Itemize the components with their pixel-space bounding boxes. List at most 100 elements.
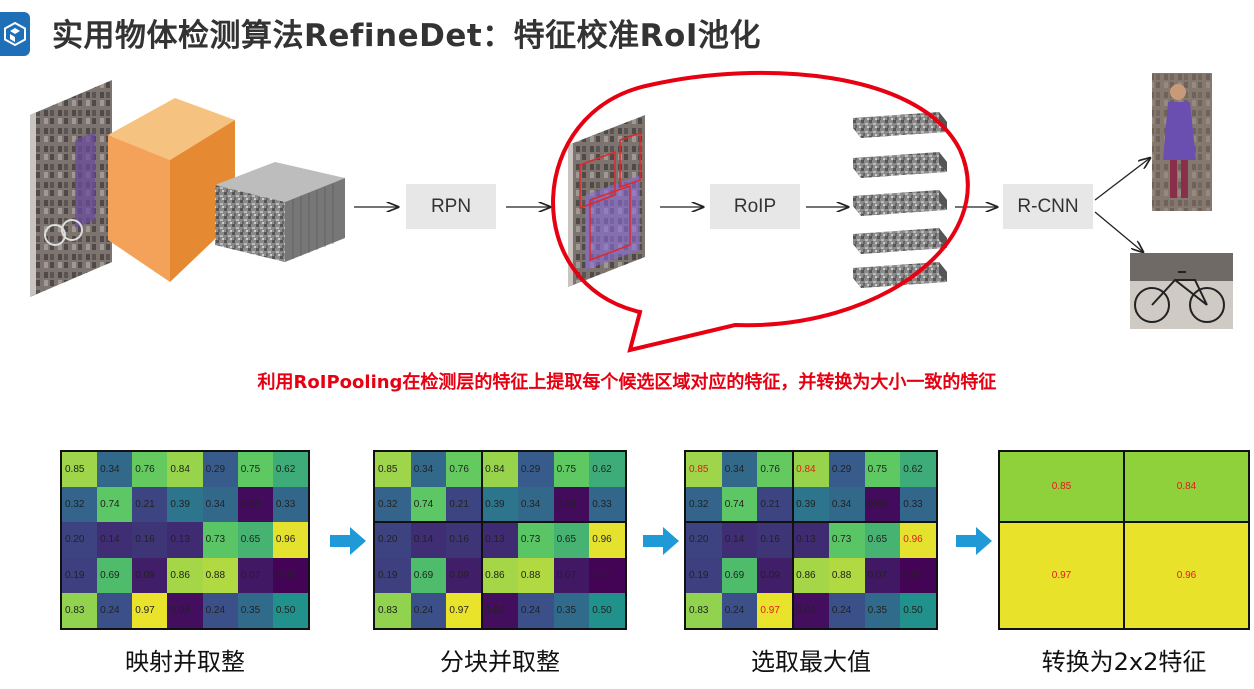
matrix-cell: 0.86	[482, 557, 518, 593]
matrix-cell: 0.85	[62, 452, 98, 488]
matrix-cell: 0.96	[272, 522, 308, 558]
matrix-cell: 0.88	[517, 557, 554, 593]
matrix-cell: 0.34	[721, 452, 758, 488]
matrix-cell: 0.74	[721, 487, 758, 523]
matrix-cell: 0.24	[97, 592, 133, 628]
pooled-cell: 0.85	[1000, 452, 1123, 521]
matrix-cell: 0.13	[167, 522, 203, 558]
matrix-cell: 0.50	[589, 592, 625, 628]
matrix-cell: 0.01	[900, 557, 936, 593]
matrix-cell: 0.29	[517, 452, 554, 488]
matrix-cell: 0.34	[828, 487, 865, 523]
pooled-2x2: 0.85 0.84 0.97 0.96	[998, 450, 1250, 630]
matrix-cell: 0.32	[62, 487, 98, 523]
matrix-cell: 0.97	[757, 592, 794, 628]
matrix-cell: 0.19	[686, 557, 722, 593]
matrix-cell: 0.83	[686, 592, 722, 628]
step-arrow-icon	[643, 527, 679, 555]
matrix-cell: 0.33	[272, 487, 308, 523]
matrix-cell: 0.35	[237, 592, 273, 628]
matrix-cell: 0.16	[132, 522, 168, 558]
matrix-cell: 0.03	[553, 487, 590, 523]
matrix-cell: 0.88	[202, 557, 238, 593]
matrix-cell: 0.83	[62, 592, 98, 628]
highlight-bubble	[551, 70, 970, 353]
matrix-cell: 0.50	[900, 592, 936, 628]
roip-box: RoIP	[710, 184, 800, 229]
matrix-cell: 0.39	[482, 487, 518, 523]
matrix-cell: 0.39	[793, 487, 829, 523]
matrix-cell: 0.34	[202, 487, 238, 523]
matrix-cell: 0.24	[202, 592, 238, 628]
matrix-cell: 0.14	[721, 522, 758, 558]
rpn-box: RPN	[406, 184, 496, 229]
matrix-cell: 0.76	[446, 452, 483, 488]
matrix-cell: 0.14	[410, 522, 447, 558]
arrow-to-bicycle	[1094, 211, 1143, 252]
matrix-cell: 0.84	[793, 452, 829, 488]
matrix-cell: 0.96	[589, 522, 625, 558]
matrix-cell: 0.75	[864, 452, 901, 488]
matrix-cell: 0.07	[553, 557, 590, 593]
step-label: 映射并取整	[125, 648, 245, 676]
matrix-cell: 0.24	[828, 592, 865, 628]
matrix-cell: 0.69	[410, 557, 447, 593]
step-arrow-icon	[330, 527, 366, 555]
matrix-cell: 0.62	[272, 452, 308, 488]
matrix-cell: 0.16	[757, 522, 794, 558]
matrix-cell: 0.97	[446, 592, 483, 628]
matrix-cell: 0.14	[97, 522, 133, 558]
matrix-cell: 0.73	[517, 522, 554, 558]
pooled-features	[853, 112, 947, 288]
matrix-cell: 0.21	[132, 487, 168, 523]
pooled-cell: 0.97	[1000, 523, 1123, 628]
matrix-cell: 0.33	[900, 487, 936, 523]
matrix-cell: 0.86	[167, 557, 203, 593]
matrix-cell: 0.04	[482, 592, 518, 628]
matrix-cell: 0.07	[864, 557, 901, 593]
matrix-cell: 0.62	[589, 452, 625, 488]
rcnn-box: R-CNN	[1003, 184, 1093, 229]
matrix-cell: 0.04	[793, 592, 829, 628]
matrix-cell: 0.73	[828, 522, 865, 558]
matrix-cell: 0.13	[482, 522, 518, 558]
matrix-cell: 0.01	[272, 557, 308, 593]
roipooling-caption: 利用RoIPooling在检测层的特征上提取每个候选区域对应的特征，并转换为大小…	[257, 372, 997, 393]
matrix-cell: 0.20	[686, 522, 722, 558]
step-label: 分块并取整	[440, 648, 560, 676]
matrix-cell: 0.09	[446, 557, 483, 593]
step-arrow-icon	[956, 527, 992, 555]
logo	[0, 12, 30, 56]
output-person-image	[1152, 73, 1212, 211]
matrix-cell: 0.35	[553, 592, 590, 628]
matrix-cell: 0.96	[900, 522, 936, 558]
matrix-cell: 0.09	[132, 557, 168, 593]
matrix-cell: 0.32	[375, 487, 411, 523]
matrix-cell: 0.62	[900, 452, 936, 488]
matrix-cell: 0.73	[202, 522, 238, 558]
input-image	[30, 80, 112, 297]
backbone-cnn	[108, 98, 235, 282]
matrix-cell: 0.74	[410, 487, 447, 523]
matrix-cell: 0.19	[62, 557, 98, 593]
matrix-cell: 0.03	[864, 487, 901, 523]
matrix-cell: 0.65	[864, 522, 901, 558]
matrix-cell: 0.34	[410, 452, 447, 488]
matrix-cell: 0.07	[237, 557, 273, 593]
matrix-cell: 0.29	[202, 452, 238, 488]
matrix-cell: 0.04	[167, 592, 203, 628]
matrix-cell: 0.01	[589, 557, 625, 593]
matrix-cell: 0.29	[828, 452, 865, 488]
matrix-cell: 0.21	[757, 487, 794, 523]
partition-line	[686, 521, 936, 524]
partition-line	[792, 452, 795, 628]
matrix-cell: 0.50	[272, 592, 308, 628]
step-label: 选取最大值	[751, 648, 871, 676]
matrix-cell: 0.24	[517, 592, 554, 628]
matrix-cell: 0.85	[686, 452, 722, 488]
matrix-cell: 0.09	[757, 557, 794, 593]
arrow-to-person	[1094, 158, 1150, 201]
